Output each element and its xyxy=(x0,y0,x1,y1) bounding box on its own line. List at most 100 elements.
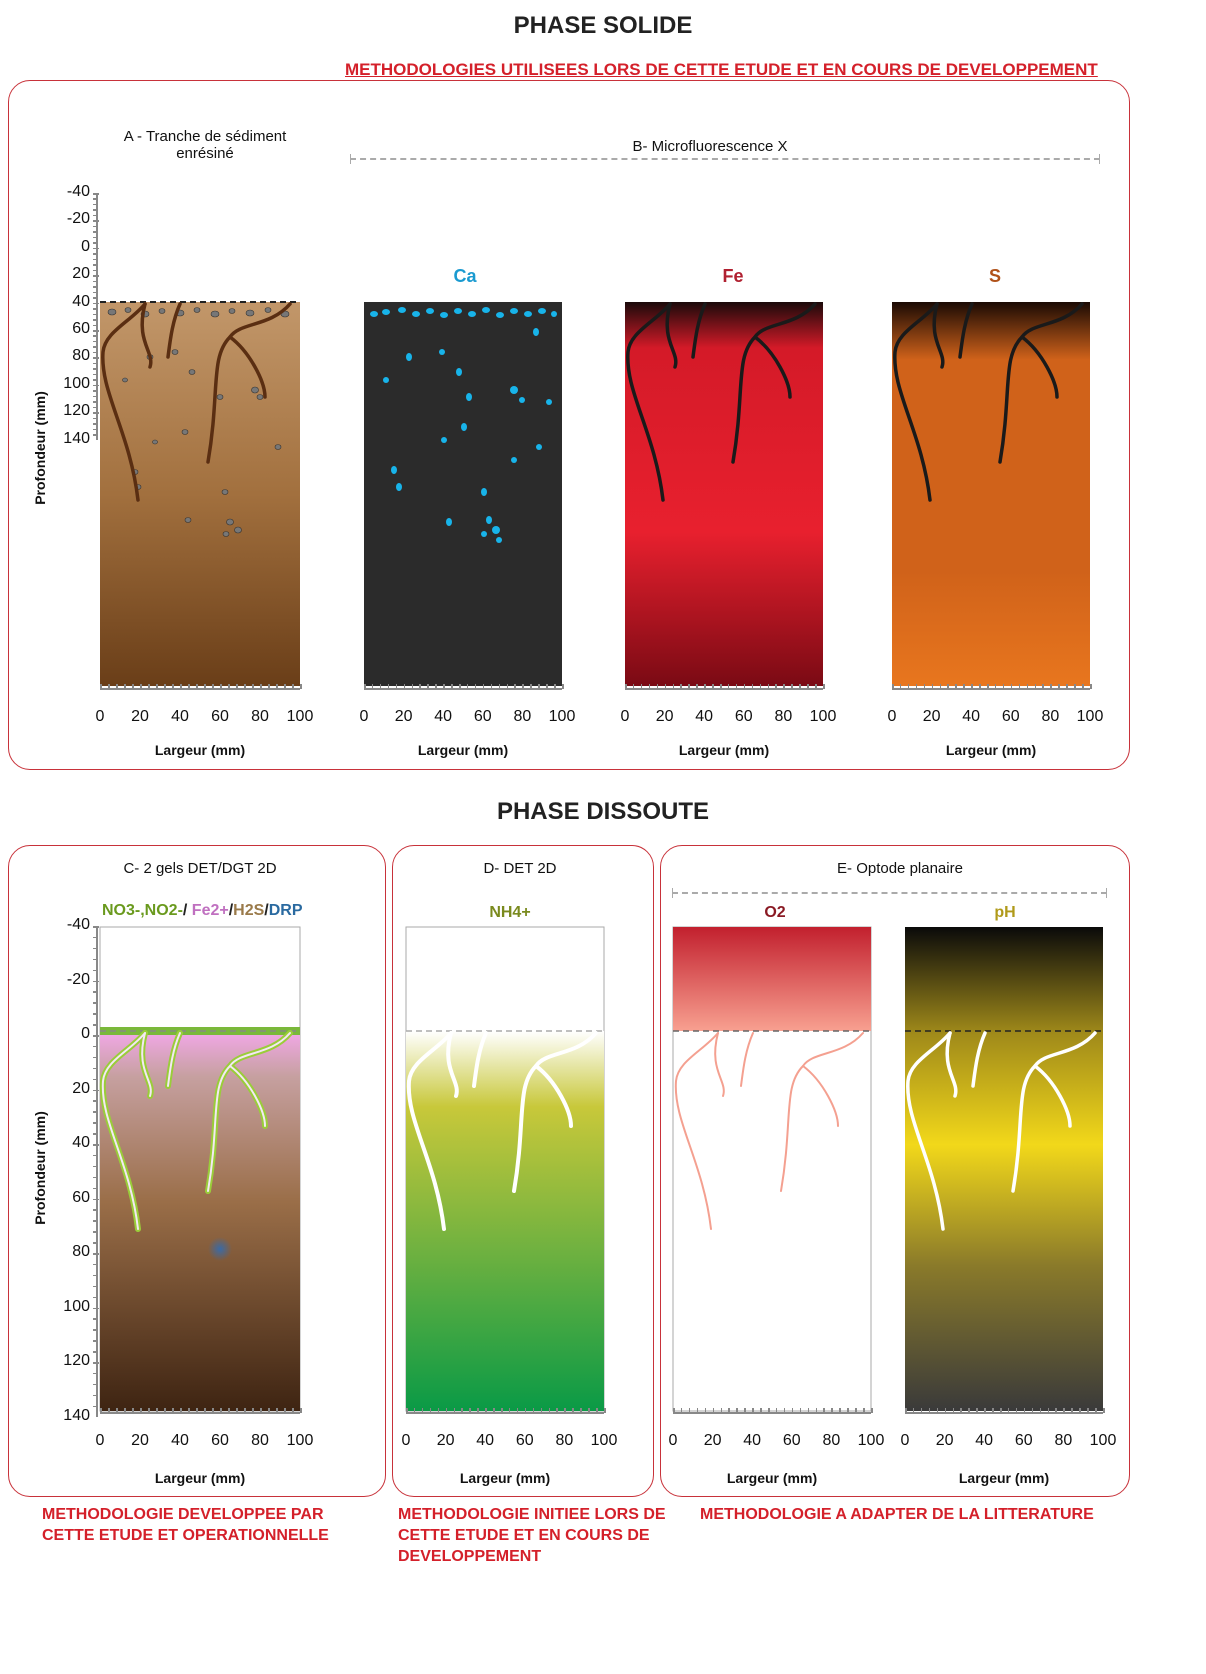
solid-y-minor-tick xyxy=(93,368,97,370)
solid-x-minor-tick xyxy=(364,684,366,689)
dissolved-x-tick-label: 80 xyxy=(822,1432,841,1449)
panel-d-title: D- DET 2D xyxy=(483,860,557,877)
solid-x-minor-tick xyxy=(823,684,825,689)
solid-x-minor-tick xyxy=(522,684,524,689)
dissolved-x-minor-tick xyxy=(244,1408,246,1413)
solid-x-minor-tick xyxy=(735,684,738,689)
panel-c-frame xyxy=(8,845,386,1497)
footer-panel-d: METHODOLOGIE INITIEE LORS DE CETTE ETUDE… xyxy=(398,1506,666,1565)
solid-x-axis-line xyxy=(625,688,823,690)
dissolved-x-tick-label: 40 xyxy=(743,1432,762,1449)
solid-x-minor-tick xyxy=(562,684,564,689)
solid-x-tick-label: 80 xyxy=(774,708,793,725)
solid-x-minor-tick xyxy=(148,684,150,689)
dissolved-x-tick-label: 0 xyxy=(900,1432,910,1449)
dissolved-x-minor-tick xyxy=(300,1408,302,1413)
dissolved-x-minor-tick xyxy=(437,1408,440,1413)
solid-x-minor-tick xyxy=(1050,684,1052,689)
species-nh4: NH4+ xyxy=(489,904,531,921)
dissolved-y-minor-tick xyxy=(93,1002,97,1004)
solid-y-minor-tick xyxy=(93,264,97,266)
dissolved-x-tick-label: 80 xyxy=(1054,1432,1073,1449)
solid-y-minor-tick xyxy=(93,297,97,299)
solid-methodology-subtitle: METHODOLOGIES UTILISEES LORS DE CETTE ET… xyxy=(345,60,1098,79)
solid-x-tick-label: 100 xyxy=(548,708,576,725)
solid-x-minor-tick xyxy=(1010,684,1013,689)
dissolved-y-minor-tick xyxy=(93,1285,97,1288)
solid-y-minor-tick xyxy=(93,373,97,376)
panel-c-gel xyxy=(99,926,301,1412)
dissolved-x-minor-tick xyxy=(960,1408,962,1413)
dissolved-x-minor-tick xyxy=(807,1408,810,1413)
dissolved-x-minor-tick xyxy=(1047,1408,1050,1413)
dissolved-y-minor-tick xyxy=(93,1198,99,1200)
dissolved-x-minor-tick xyxy=(905,1408,907,1413)
dissolved-y-minor-tick xyxy=(93,1405,97,1408)
solid-x-tick-label: 60 xyxy=(473,708,492,725)
dissolved-y-minor-tick xyxy=(93,1165,97,1168)
solid-y-tick-label: 20 xyxy=(72,265,90,283)
dissolved-x-axis-line xyxy=(905,1412,1103,1414)
dissolved-y-minor-tick xyxy=(93,1231,97,1233)
solid-y-minor-tick xyxy=(93,340,97,343)
dissolved-x-tick-label: 100 xyxy=(1089,1432,1117,1449)
dissolved-y-minor-tick xyxy=(93,1013,97,1015)
dissolved-y-tick-label: 60 xyxy=(72,1188,90,1206)
dissolved-x-tick-label: 60 xyxy=(1014,1432,1033,1449)
dissolved-x-minor-tick xyxy=(855,1408,857,1413)
panel-d-gel xyxy=(405,926,605,1412)
dissolved-x-minor-tick xyxy=(292,1408,294,1413)
solid-y-minor-tick xyxy=(93,319,97,321)
dissolved-x-axis-line xyxy=(673,1412,871,1414)
dissolved-x-minor-tick xyxy=(540,1408,543,1413)
dissolved-x-minor-tick xyxy=(220,1408,222,1413)
solid-x-minor-tick xyxy=(196,684,198,689)
solid-x-minor-tick xyxy=(506,684,509,689)
dissolved-x-minor-tick xyxy=(413,1408,416,1413)
dissolved-x-tick-label: 40 xyxy=(171,1432,189,1449)
solid-x-minor-tick xyxy=(490,684,493,689)
solid-x-minor-tick xyxy=(403,684,406,689)
solid-x-minor-tick xyxy=(680,684,682,689)
solid-y-minor-tick xyxy=(93,335,97,337)
solid-y-minor-tick xyxy=(93,253,97,255)
solid-x-minor-tick xyxy=(260,684,262,689)
dissolved-x-minor-tick xyxy=(493,1408,495,1413)
dissolved-x-minor-tick xyxy=(912,1408,915,1413)
solid-x-minor-tick xyxy=(164,684,166,689)
solid-x-label-s: Largeur (mm) xyxy=(945,742,1037,758)
dissolved-x-minor-tick xyxy=(673,1408,675,1413)
dissolved-x-minor-tick xyxy=(839,1408,841,1413)
solid-y-minor-tick xyxy=(93,220,99,222)
dissolved-x-minor-tick xyxy=(132,1408,134,1413)
solid-y-minor-tick xyxy=(93,193,99,195)
solid-x-minor-tick xyxy=(459,684,461,689)
solid-x-tick-label: 40 xyxy=(434,708,453,725)
dissolved-x-minor-tick xyxy=(212,1408,214,1413)
solid-x-tick-label: 60 xyxy=(211,708,229,725)
dissolved-y-tick-label: 140 xyxy=(63,1406,90,1424)
dissolved-x-minor-tick xyxy=(140,1408,142,1413)
solid-x-tick-label: 60 xyxy=(1001,708,1020,725)
solid-x-minor-tick xyxy=(664,684,667,689)
dissolved-x-minor-tick xyxy=(1071,1408,1073,1413)
dissolved-x-tick-label: 20 xyxy=(935,1432,954,1449)
solid-x-minor-tick xyxy=(124,684,126,689)
solid-y-minor-tick xyxy=(93,401,97,403)
panel-ph-optode xyxy=(905,927,1103,1411)
dissolved-y-minor-tick xyxy=(93,1274,97,1277)
dissolved-y-minor-tick xyxy=(93,1144,99,1146)
solid-x-minor-tick xyxy=(632,684,635,689)
solid-axes xyxy=(0,0,1,1)
solid-x-tick-label: 0 xyxy=(887,708,897,725)
dissolved-x-minor-tick xyxy=(752,1408,754,1413)
solid-x-minor-tick xyxy=(1066,684,1068,689)
panel-e-bracket xyxy=(672,888,1107,898)
solid-x-minor-tick xyxy=(379,684,382,689)
solid-x-minor-tick xyxy=(1026,684,1029,689)
solid-x-minor-tick xyxy=(1042,684,1044,689)
dissolved-y-minor-tick xyxy=(93,1209,97,1211)
dissolved-x-tick-label: 40 xyxy=(476,1432,495,1449)
species-h2s: H2S xyxy=(233,902,265,919)
solid-y-minor-tick xyxy=(93,390,97,392)
